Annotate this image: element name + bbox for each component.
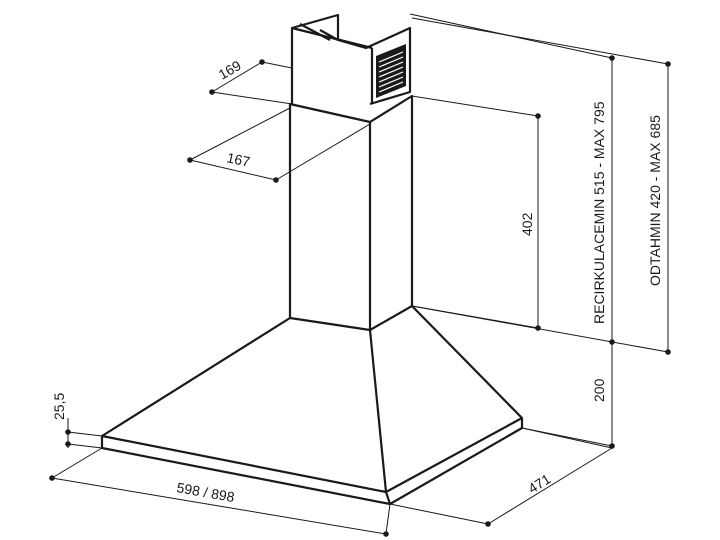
dimension-lines [49, 13, 671, 537]
label-hood-width: 598 / 898 [175, 479, 235, 505]
label-duct-depth: 169 [216, 57, 244, 83]
label-extraction: ODTAHMIN 420 - MAX 685 [647, 115, 663, 286]
upper-duct [290, 13, 412, 106]
label-hood-depth: 471 [525, 470, 553, 496]
hood-body [100, 305, 524, 506]
vent-grille-icon [376, 44, 406, 98]
label-recirculation: RECIRKULACEMIN 515 - MAX 795 [591, 101, 607, 324]
label-hood-height: 200 [591, 378, 607, 402]
label-duct-height: 402 [519, 212, 535, 236]
lower-duct [288, 94, 414, 332]
label-edge-thickness: 25,5 [51, 393, 67, 420]
label-duct-width: 167 [225, 149, 251, 170]
